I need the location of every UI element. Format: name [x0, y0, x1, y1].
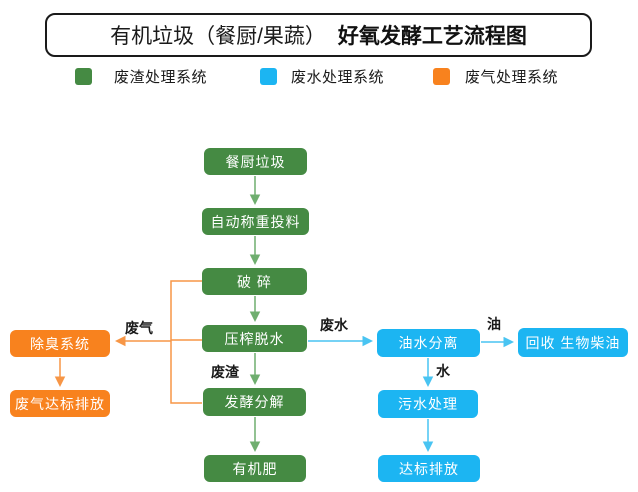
node-oil-water-separation: 油水分离 — [377, 329, 480, 357]
diagram-title-prefix: 有机垃圾（餐厨/果蔬） — [110, 25, 326, 48]
legend-label: 废气处理系统 — [465, 69, 559, 86]
waste-gas-swatch-icon — [433, 68, 450, 85]
legend-item-waste-residue: 废渣处理系统 — [75, 66, 207, 87]
node-sewage-treatment: 污水处理 — [378, 390, 478, 418]
waste-residue-swatch-icon — [75, 68, 92, 85]
legend-label: 废渣处理系统 — [114, 69, 208, 86]
legend-label: 废水处理系统 — [291, 69, 385, 86]
legend-item-waste-water: 废水处理系统 — [260, 66, 384, 87]
node-organic-fertilizer: 有机肥 — [204, 455, 306, 482]
edge-label-oil: 油 — [487, 316, 501, 332]
waste-water-swatch-icon — [260, 68, 277, 85]
diagram-title-box: 有机垃圾（餐厨/果蔬） 好氧发酵工艺流程图 — [45, 13, 592, 57]
node-gas-standard-discharge: 废气达标排放 — [10, 390, 110, 417]
node-crush: 破 碎 — [202, 268, 307, 295]
node-standard-discharge: 达标排放 — [378, 455, 480, 482]
edge-gas-collector — [170, 280, 202, 404]
node-kitchen-waste: 餐厨垃圾 — [204, 148, 307, 175]
edge-label-waste-residue: 废渣 — [211, 364, 239, 380]
node-ferment-decompose: 发酵分解 — [203, 388, 306, 416]
legend: 废渣处理系统 废水处理系统 废气处理系统 — [0, 66, 638, 86]
edge-label-waste-gas: 废气 — [125, 320, 153, 336]
edge-label-waste-water: 废水 — [320, 317, 348, 333]
node-deodorization: 除臭系统 — [10, 330, 110, 357]
node-auto-weigh-feed: 自动称重投料 — [202, 208, 309, 235]
edge-label-water: 水 — [436, 363, 450, 379]
legend-item-waste-gas: 废气处理系统 — [433, 66, 558, 87]
diagram-title-main: 好氧发酵工艺流程图 — [337, 25, 527, 48]
node-biodiesel-recovery: 回收 生物柴油 — [518, 328, 628, 357]
node-press-dewater: 压榨脱水 — [202, 325, 307, 352]
